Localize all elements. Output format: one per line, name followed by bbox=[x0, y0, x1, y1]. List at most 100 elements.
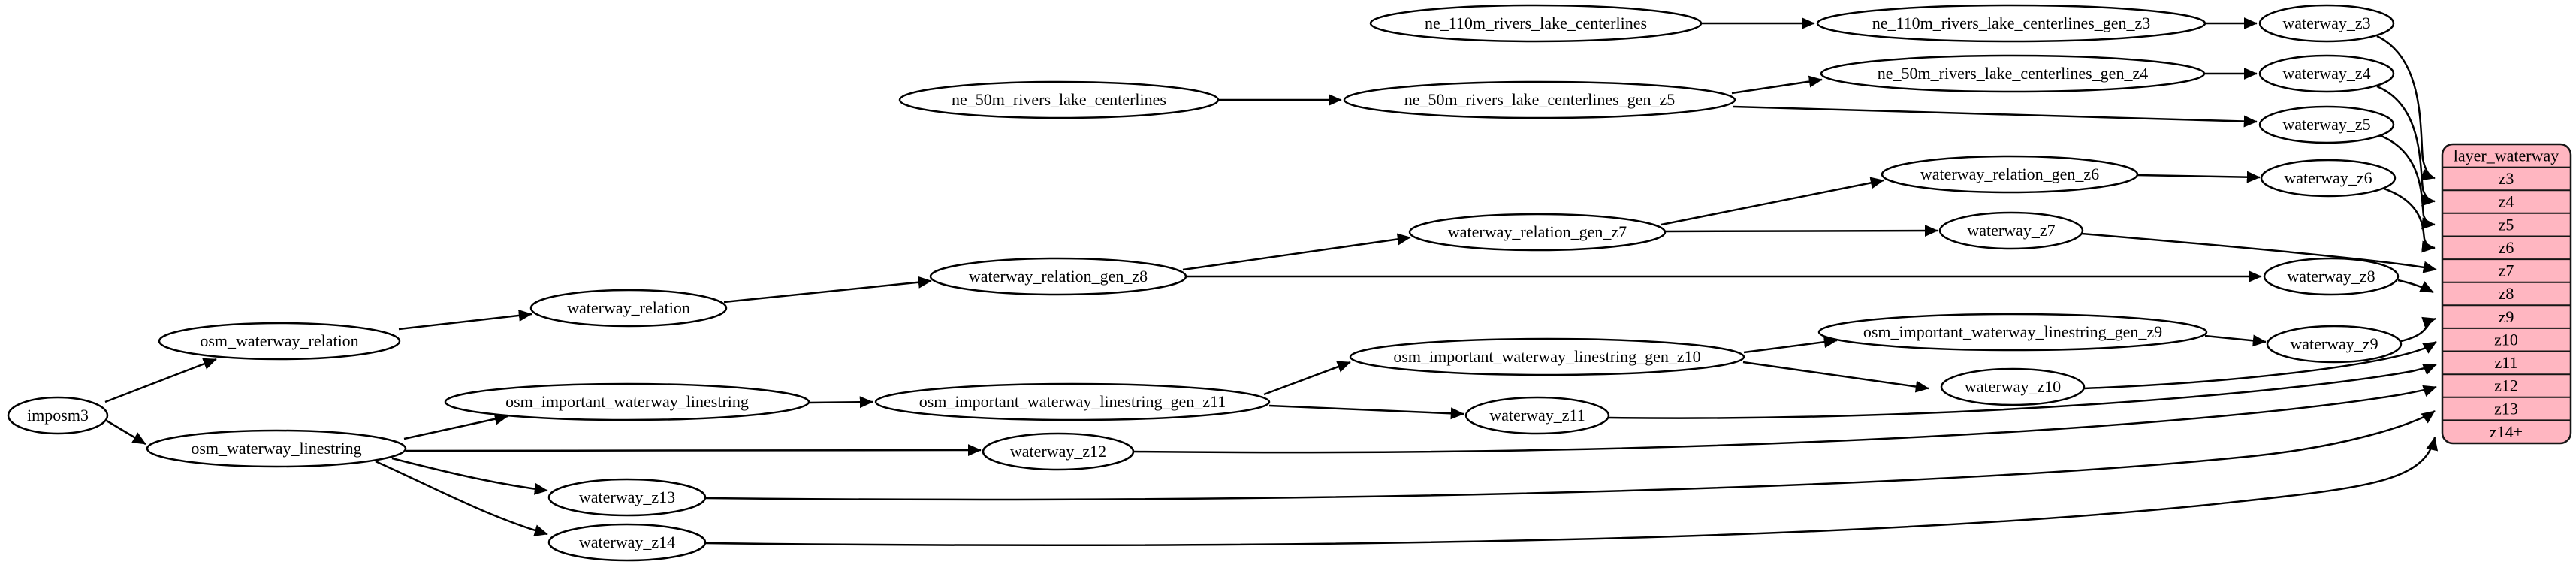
node-ne_110m_rivers_lake_centerlines_gen_z3: ne_110m_rivers_lake_centerlines_gen_z3 bbox=[1816, 4, 2206, 43]
node-waterway_z5-label: waterway_z5 bbox=[2282, 115, 2370, 134]
node-waterway_z10-label: waterway_z10 bbox=[1965, 377, 2061, 396]
node-waterway_relation: waterway_relation bbox=[529, 289, 728, 328]
node-osm_important_waterway_linestring_gen_z10-label: osm_important_waterway_linestring_gen_z1… bbox=[1393, 347, 1700, 366]
table-row-z8: z8 bbox=[2499, 284, 2514, 303]
node-ne_50m_rivers_lake_centerlines-label: ne_50m_rivers_lake_centerlines bbox=[952, 90, 1166, 109]
edge-waterway_z14-layer_waterway-z14 bbox=[704, 437, 2439, 547]
node-waterway_z3-label: waterway_z3 bbox=[2282, 14, 2370, 32]
edge-waterway_z7-layer_waterway-z7 bbox=[2081, 232, 2437, 273]
node-waterway_z8-label: waterway_z8 bbox=[2287, 267, 2375, 286]
node-waterway_relation_gen_z7-label: waterway_relation_gen_z7 bbox=[1448, 222, 1627, 241]
node-waterway_z8: waterway_z8 bbox=[2263, 257, 2400, 296]
node-waterway_z6-label: waterway_z6 bbox=[2284, 168, 2372, 187]
table-row-z10: z10 bbox=[2494, 330, 2518, 349]
edge-waterway_relation_gen_z7-waterway_relation_gen_z6 bbox=[1661, 177, 1884, 226]
node-osm_important_waterway_linestring_gen_z10: osm_important_waterway_linestring_gen_z1… bbox=[1349, 337, 1745, 376]
node-ne_50m_rivers_lake_centerlines_gen_z4-label: ne_50m_rivers_lake_centerlines_gen_z4 bbox=[1878, 64, 2148, 83]
table-frame bbox=[2441, 143, 2572, 445]
node-ne_50m_rivers_lake_centerlines: ne_50m_rivers_lake_centerlines bbox=[898, 80, 1220, 119]
edge-osm_important_waterway_linestring_gen_z10-osm_important_waterway_linestring_gen_z9 bbox=[1743, 336, 1838, 354]
node-waterway_z13: waterway_z13 bbox=[547, 478, 707, 517]
edge-osm_important_waterway_linestring_gen_z11-waterway_z11 bbox=[1268, 404, 1464, 420]
edge-osm_important_waterway_linestring-osm_important_waterway_linestring_gen_z11 bbox=[808, 396, 873, 409]
table-row-z11: z11 bbox=[2495, 353, 2518, 372]
edge-osm_important_waterway_linestring_gen_z11-osm_important_waterway_linestring_gen_z10 bbox=[1263, 361, 1351, 396]
edge-imposm3-osm_waterway_linestring bbox=[106, 419, 146, 446]
edge-waterway_z4-layer_waterway-z4 bbox=[2376, 85, 2436, 207]
node-ne_110m_rivers_lake_centerlines_gen_z3-label: ne_110m_rivers_lake_centerlines_gen_z3 bbox=[1872, 14, 2151, 32]
node-waterway_relation_gen_z7: waterway_relation_gen_z7 bbox=[1408, 213, 1667, 252]
node-osm_waterway_relation: osm_waterway_relation bbox=[158, 322, 401, 361]
node-waterway_z6: waterway_z6 bbox=[2260, 159, 2397, 198]
table-row-z9: z9 bbox=[2499, 307, 2514, 326]
edge-waterway_z11-layer_waterway-z11 bbox=[1608, 363, 2437, 419]
node-waterway_relation_gen_z8-label: waterway_relation_gen_z8 bbox=[969, 267, 1148, 286]
table-row-z5: z5 bbox=[2499, 215, 2514, 234]
node-waterway_z10: waterway_z10 bbox=[1940, 367, 2086, 406]
edge-waterway_z12-layer_waterway-z12 bbox=[1133, 385, 2437, 454]
edge-osm_waterway_linestring-waterway_z14 bbox=[375, 460, 548, 536]
edge-osm_waterway_linestring-osm_important_waterway_linestring bbox=[403, 412, 508, 440]
node-waterway_z11: waterway_z11 bbox=[1464, 396, 1610, 435]
edge-waterway_z5-layer_waterway-z5 bbox=[2378, 134, 2436, 230]
node-ne_50m_rivers_lake_centerlines_gen_z5: ne_50m_rivers_lake_centerlines_gen_z5 bbox=[1343, 80, 1736, 119]
node-osm_important_waterway_linestring: osm_important_waterway_linestring bbox=[444, 382, 810, 421]
table-row-z3: z3 bbox=[2499, 169, 2514, 188]
node-waterway_z4: waterway_z4 bbox=[2258, 54, 2395, 93]
edge-ne_50m_rivers_lake_centerlines_gen_z5-ne_50m_rivers_lake_centerlines_gen_z4 bbox=[1731, 75, 1823, 95]
table-row-z7: z7 bbox=[2499, 261, 2514, 280]
node-imposm3: imposm3 bbox=[7, 396, 109, 435]
node-ne_110m_rivers_lake_centerlines-label: ne_110m_rivers_lake_centerlines bbox=[1425, 14, 1647, 32]
node-waterway_z5: waterway_z5 bbox=[2258, 105, 2395, 144]
node-osm_important_waterway_linestring_gen_z9: osm_important_waterway_linestring_gen_z9 bbox=[1817, 313, 2208, 352]
node-waterway_z4-label: waterway_z4 bbox=[2282, 64, 2370, 83]
node-waterway_z14: waterway_z14 bbox=[547, 523, 707, 562]
table-title: layer_waterway bbox=[2454, 147, 2559, 165]
node-waterway_z12: waterway_z12 bbox=[982, 432, 1135, 471]
edge-waterway_z13-layer_waterway-z13 bbox=[704, 409, 2436, 501]
node-osm_waterway_linestring: osm_waterway_linestring bbox=[146, 429, 407, 468]
table-row-z12: z12 bbox=[2494, 376, 2518, 395]
edge-imposm3-osm_waterway_relation bbox=[104, 358, 217, 403]
node-waterway_z7: waterway_z7 bbox=[1938, 211, 2084, 250]
table-layer_waterway: layer_waterway z3 z4 z5 z6 z7 z8 z9 z10 … bbox=[2441, 143, 2572, 445]
node-ne_50m_rivers_lake_centerlines_gen_z5-label: ne_50m_rivers_lake_centerlines_gen_z5 bbox=[1404, 90, 1675, 109]
node-waterway_relation_gen_z6-label: waterway_relation_gen_z6 bbox=[1920, 165, 2099, 183]
edge-waterway_relation-waterway_relation_gen_z8 bbox=[723, 276, 932, 304]
node-waterway_z13-label: waterway_z13 bbox=[579, 488, 675, 506]
node-imposm3-label: imposm3 bbox=[27, 406, 89, 425]
edge-waterway_z8-layer_waterway-z8 bbox=[2397, 279, 2434, 294]
edge-waterway_z10-layer_waterway-z10 bbox=[2083, 340, 2437, 390]
edge-osm_important_waterway_linestring_gen_z10-waterway_z10 bbox=[1742, 361, 1929, 393]
node-osm_waterway_relation-label: osm_waterway_relation bbox=[200, 331, 358, 350]
node-waterway_z9: waterway_z9 bbox=[2266, 325, 2403, 364]
edge-osm_important_waterway_linestring_gen_z9-waterway_z9 bbox=[2204, 334, 2267, 347]
node-waterway_relation-label: waterway_relation bbox=[567, 298, 690, 317]
node-waterway_z9-label: waterway_z9 bbox=[2290, 334, 2378, 353]
edge-waterway_relation_gen_z8-waterway_relation_gen_z7 bbox=[1182, 233, 1411, 271]
node-ne_110m_rivers_lake_centerlines: ne_110m_rivers_lake_centerlines bbox=[1369, 4, 1703, 43]
table-row-z14plus: z14+ bbox=[2490, 422, 2523, 441]
node-waterway_z3: waterway_z3 bbox=[2258, 4, 2395, 43]
edge-osm_waterway_relation-waterway_relation bbox=[398, 309, 532, 331]
node-osm_important_waterway_linestring_gen_z9-label: osm_important_waterway_linestring_gen_z9 bbox=[1863, 322, 2162, 341]
node-osm_important_waterway_linestring_gen_z11: osm_important_waterway_linestring_gen_z1… bbox=[874, 382, 1271, 421]
table-row-z4: z4 bbox=[2499, 192, 2514, 211]
edge-osm_waterway_linestring-waterway_z12 bbox=[405, 444, 982, 457]
edge-waterway_z3-layer_waterway-z3 bbox=[2376, 35, 2436, 181]
edge-osm_waterway_linestring-waterway_z13 bbox=[391, 457, 548, 495]
node-osm_important_waterway_linestring_gen_z11-label: osm_important_waterway_linestring_gen_z1… bbox=[919, 392, 1226, 411]
node-osm_important_waterway_linestring-label: osm_important_waterway_linestring bbox=[505, 392, 749, 411]
edge-waterway_z9-layer_waterway-z9 bbox=[2400, 316, 2436, 343]
node-waterway_relation_gen_z6: waterway_relation_gen_z6 bbox=[1881, 155, 2139, 194]
node-waterway_z11-label: waterway_z11 bbox=[1489, 406, 1585, 425]
node-waterway_z12-label: waterway_z12 bbox=[1010, 442, 1106, 461]
node-ne_50m_rivers_lake_centerlines_gen_z4: ne_50m_rivers_lake_centerlines_gen_z4 bbox=[1820, 54, 2206, 93]
node-waterway_relation_gen_z8: waterway_relation_gen_z8 bbox=[929, 257, 1187, 296]
edge-layer bbox=[104, 17, 2439, 547]
edge-ne_50m_rivers_lake_centerlines_gen_z5-waterway_z5 bbox=[1733, 105, 2258, 128]
table-row-z6: z6 bbox=[2499, 238, 2514, 257]
table-row-z13: z13 bbox=[2494, 399, 2518, 418]
